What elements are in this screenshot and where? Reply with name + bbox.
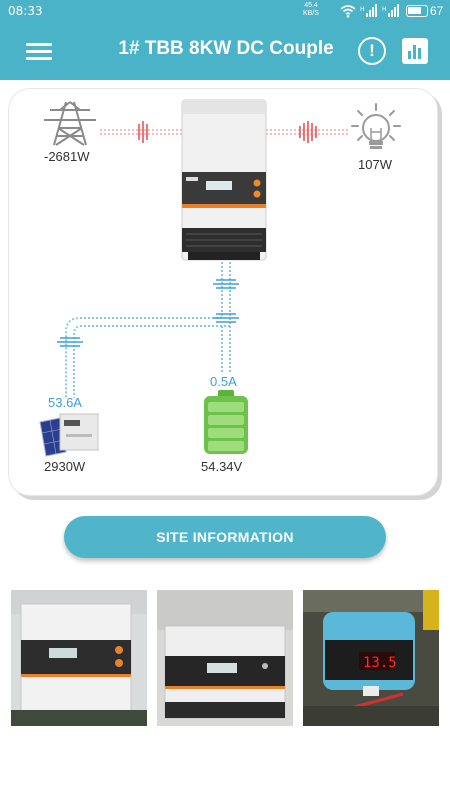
light-bulb-icon: [351, 103, 401, 149]
dc-flow-markers: [57, 279, 239, 347]
app-bar: 1# TBB 8KW DC Couple !: [0, 24, 450, 80]
energy-flow-diagram: [39, 99, 401, 457]
svg-text:H: H: [360, 6, 365, 13]
pv-power-value: 2930W: [44, 459, 86, 474]
status-time: 08:33: [8, 4, 43, 18]
inverter-photo-1[interactable]: [11, 590, 147, 726]
net-speed-value: 45.4: [304, 2, 318, 9]
status-bar: 08:33 45.4 KB/S H H 67: [0, 0, 450, 24]
wifi-icon: [340, 5, 356, 18]
load-flow-line: [266, 121, 350, 143]
cell-signal-icon-1: H: [360, 4, 377, 17]
net-speed: 45.4 KB/S: [300, 2, 322, 18]
bar-chart-icon[interactable]: [402, 38, 428, 64]
pv-current-value: 53.6A: [48, 395, 82, 410]
svg-text:13.5: 13.5: [363, 655, 397, 671]
exclamation-circle-icon[interactable]: !: [358, 37, 386, 65]
solar-panel-icon: [39, 413, 99, 457]
battery-icon: [204, 390, 248, 454]
controller-photo[interactable]: 13.5: [303, 590, 439, 726]
hamburger-menu-icon[interactable]: [26, 40, 54, 64]
load-power-value: 107W: [358, 157, 392, 172]
grid-flow-line: [100, 121, 182, 143]
inverter-photo-2[interactable]: [157, 590, 293, 726]
inverter-icon: [181, 99, 267, 261]
cell-signal-icon-2: H: [382, 4, 399, 17]
net-speed-unit: KB/S: [303, 10, 319, 17]
battery-current-value: 0.5A: [210, 374, 237, 389]
power-pylon-icon: [44, 101, 96, 146]
dc-flow-lines: [65, 262, 231, 398]
svg-text:H: H: [382, 6, 387, 13]
grid-power-value: -2681W: [44, 149, 90, 164]
page-title: 1# TBB 8KW DC Couple: [118, 38, 334, 59]
battery-level: 67: [430, 4, 444, 18]
battery-status-icon: [406, 5, 428, 17]
site-information-button[interactable]: SITE INFORMATION: [64, 516, 386, 558]
battery-voltage-value: 54.34V: [201, 459, 243, 474]
